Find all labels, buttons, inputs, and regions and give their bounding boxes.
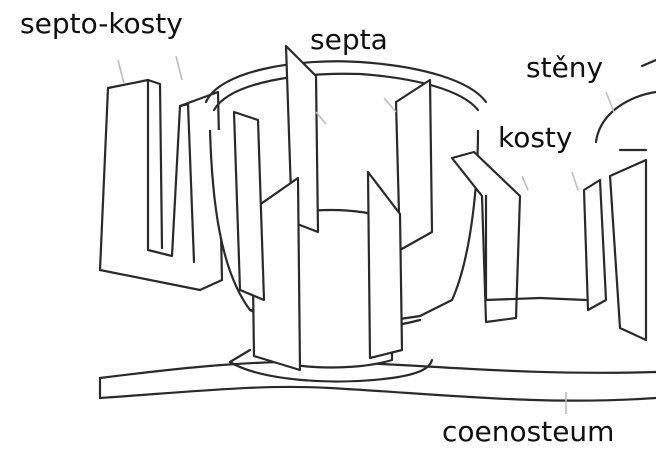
- label-steny: stěny: [524, 54, 605, 82]
- label-kosty: kosty: [496, 124, 574, 152]
- label-coenosteum: coenosteum: [440, 418, 616, 446]
- label-septa: septa: [308, 26, 390, 54]
- corallite-right: [540, 60, 656, 340]
- coenosteum-plate: [100, 362, 656, 401]
- label-septo-kosty: septo-kosty: [18, 10, 185, 38]
- septo-costa-left: [100, 80, 222, 290]
